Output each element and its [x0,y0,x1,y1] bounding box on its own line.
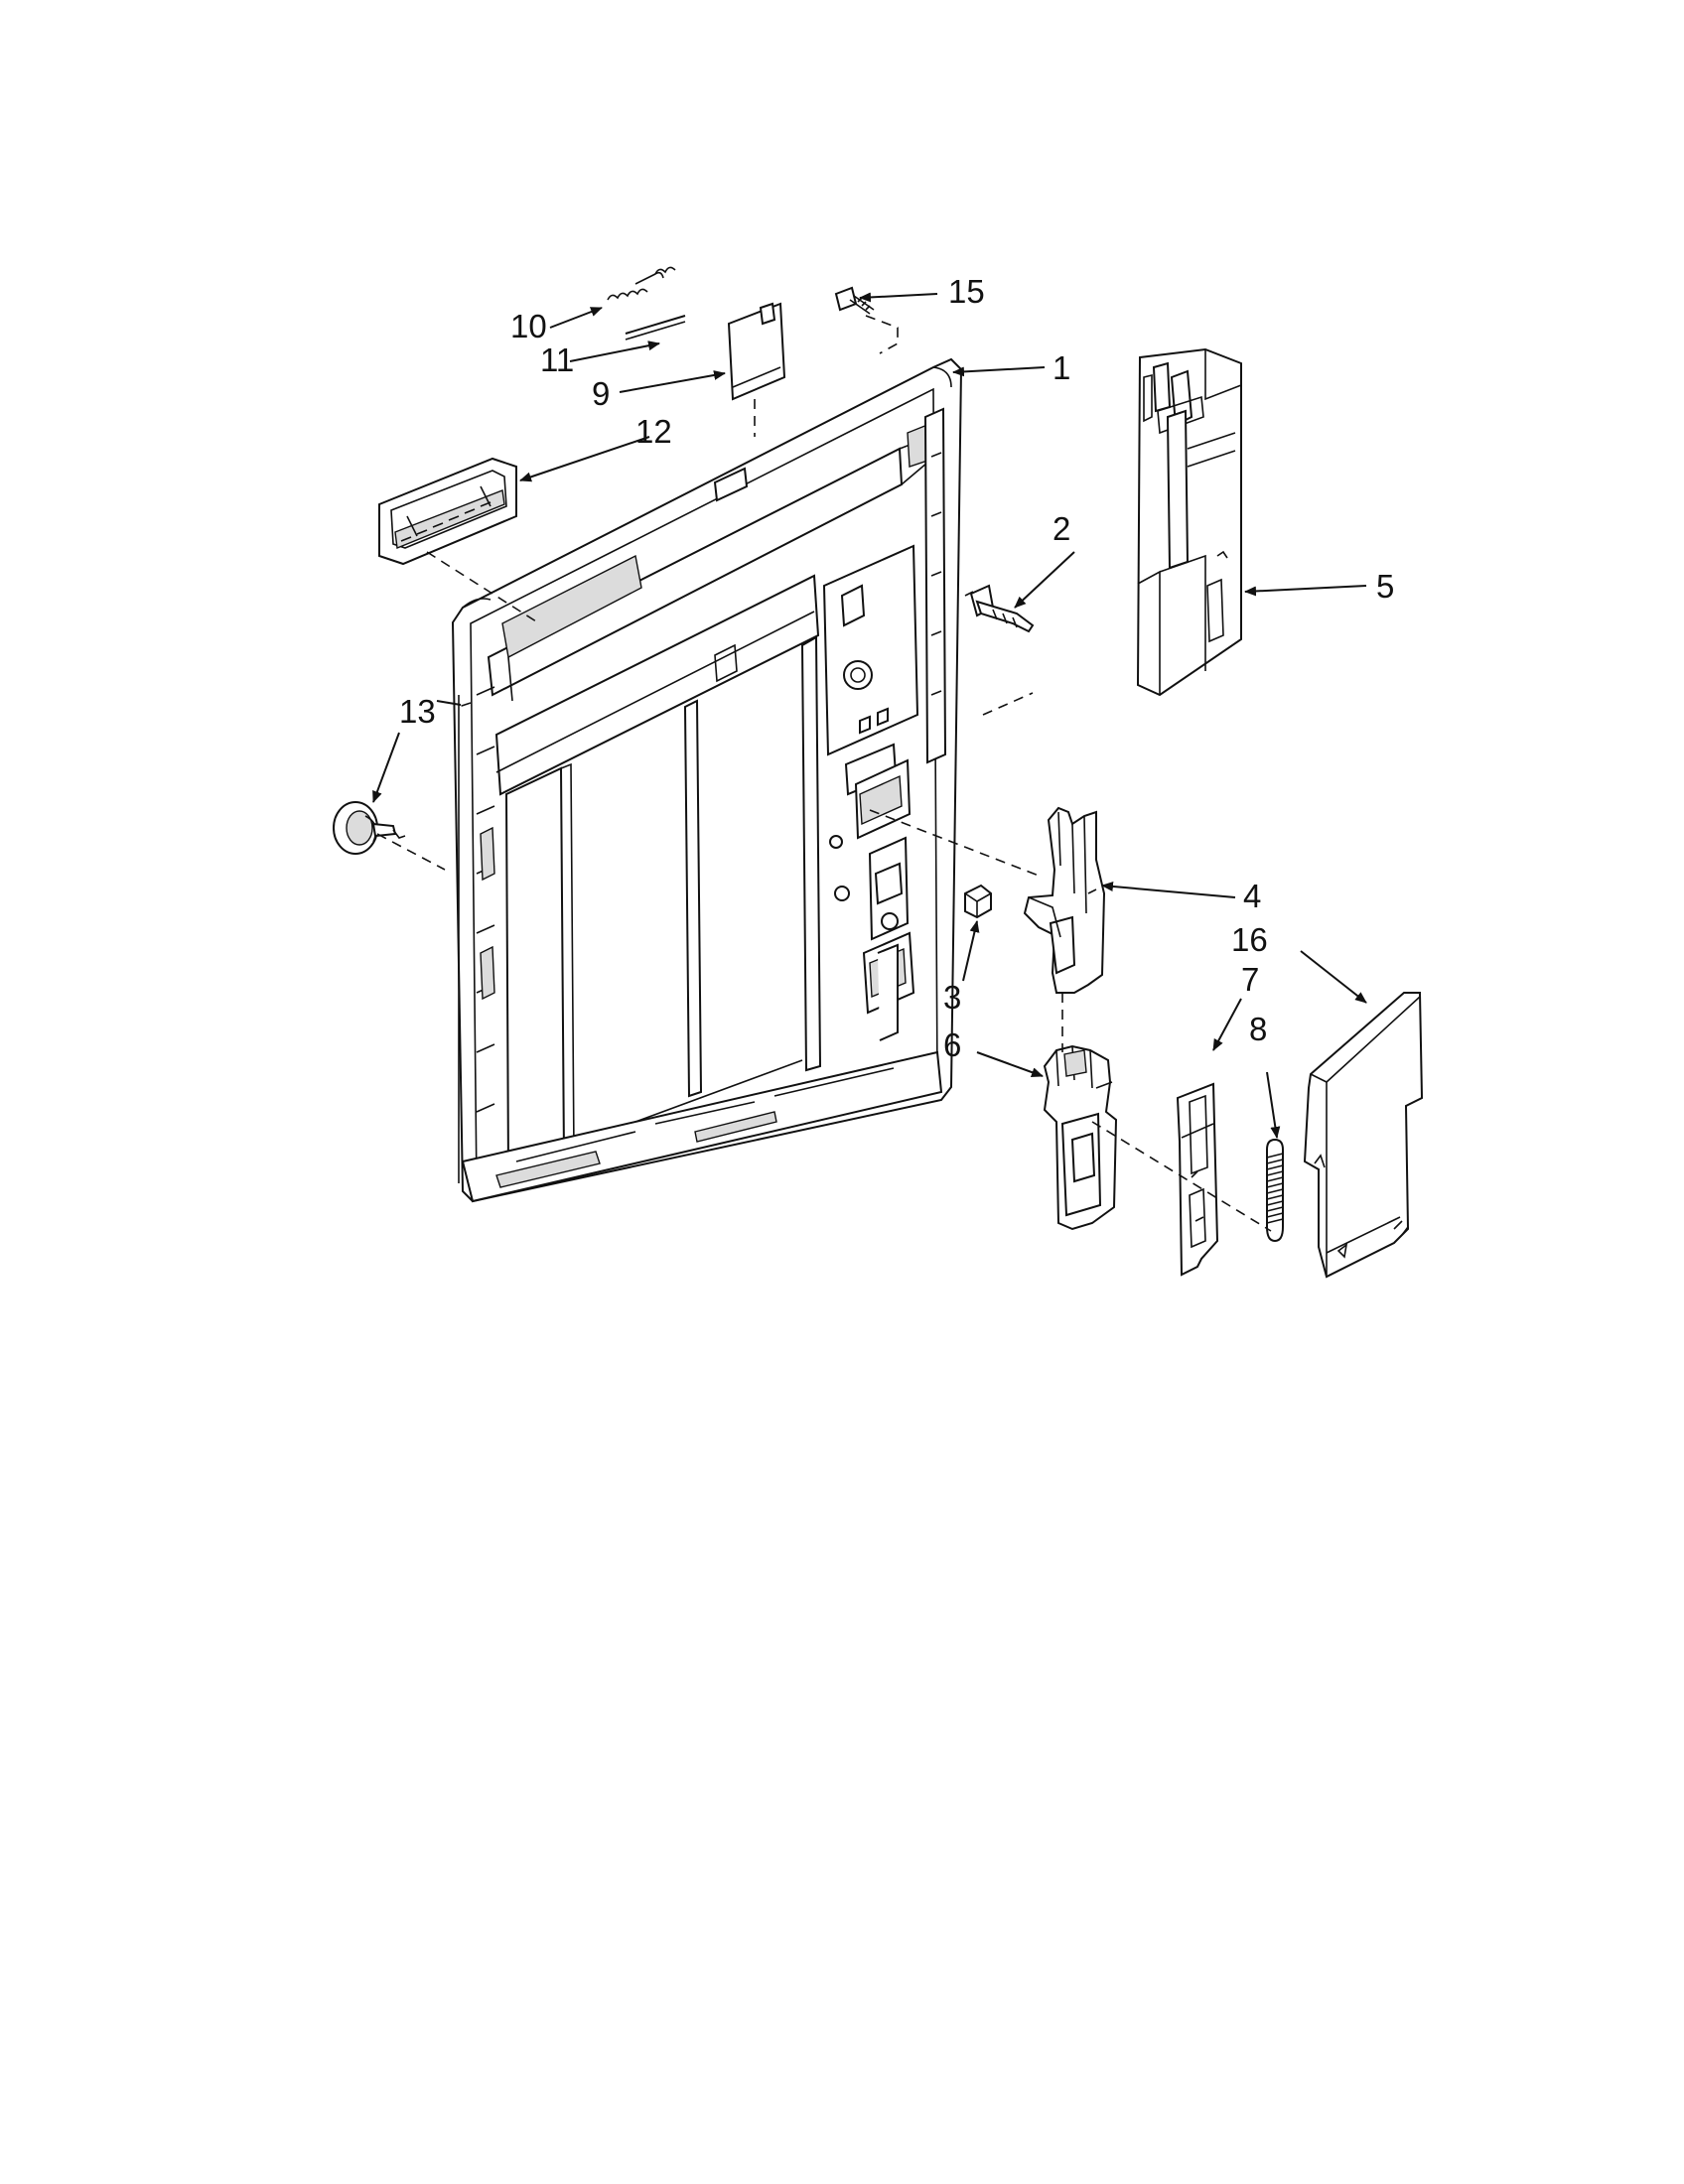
callout-8: 8 [1249,1011,1267,1047]
leader-10 [549,307,603,329]
callout-3: 3 [943,979,961,1016]
leader-6 [976,1051,1044,1077]
callout-16: 16 [1231,921,1268,958]
connection-lines [376,315,1272,1232]
part-11-pin [625,315,686,341]
leader-1 [952,366,1046,377]
leader-15 [859,292,938,303]
callout-1: 1 [1052,349,1070,386]
leader-9 [619,370,726,393]
part-3-nut [964,884,992,919]
leader-7 [1212,998,1242,1051]
leader-3 [962,920,980,982]
callout-11: 11 [540,341,574,378]
part-13-roller [333,801,406,855]
leader-arrows [372,292,1367,1139]
leader-16 [1300,950,1367,1004]
callout-6: 6 [943,1026,961,1063]
part-15-screw [834,286,875,315]
part-5-latch-housing [1136,347,1242,697]
leader-2 [1014,551,1075,609]
part-2-clip [964,584,1035,633]
leader-5 [1244,585,1367,597]
leader-8 [1266,1071,1281,1139]
inner-door-panel [451,357,963,1203]
part-12-handle [378,457,517,566]
callout-9: 9 [592,375,610,412]
callout-7: 7 [1241,961,1259,998]
leader-12 [519,436,650,482]
leader-13-door [436,700,462,706]
callout-15: 15 [948,273,985,310]
callout-13: 13 [399,693,436,730]
part-16-side-cover [1303,992,1424,1279]
callout-12: 12 [635,413,672,450]
part-8-spring [1266,1138,1284,1243]
callout-5: 5 [1376,568,1394,605]
leader-11 [569,341,660,362]
part-9-cover [727,302,786,401]
leader-4 [1101,882,1236,898]
part-7-slide-plate [1176,1082,1219,1277]
part-10-spring [607,266,676,301]
part-4-latch [1023,806,1106,994]
callout-2: 2 [1052,510,1070,547]
part-6-latch-body [1043,1044,1118,1231]
callout-10: 10 [510,308,547,344]
callout-labels: 15 1 2 5 4 16 7 8 3 6 12 9 11 10 13 [399,273,1394,1063]
leader-13 [372,732,400,803]
callout-4: 4 [1243,878,1261,914]
